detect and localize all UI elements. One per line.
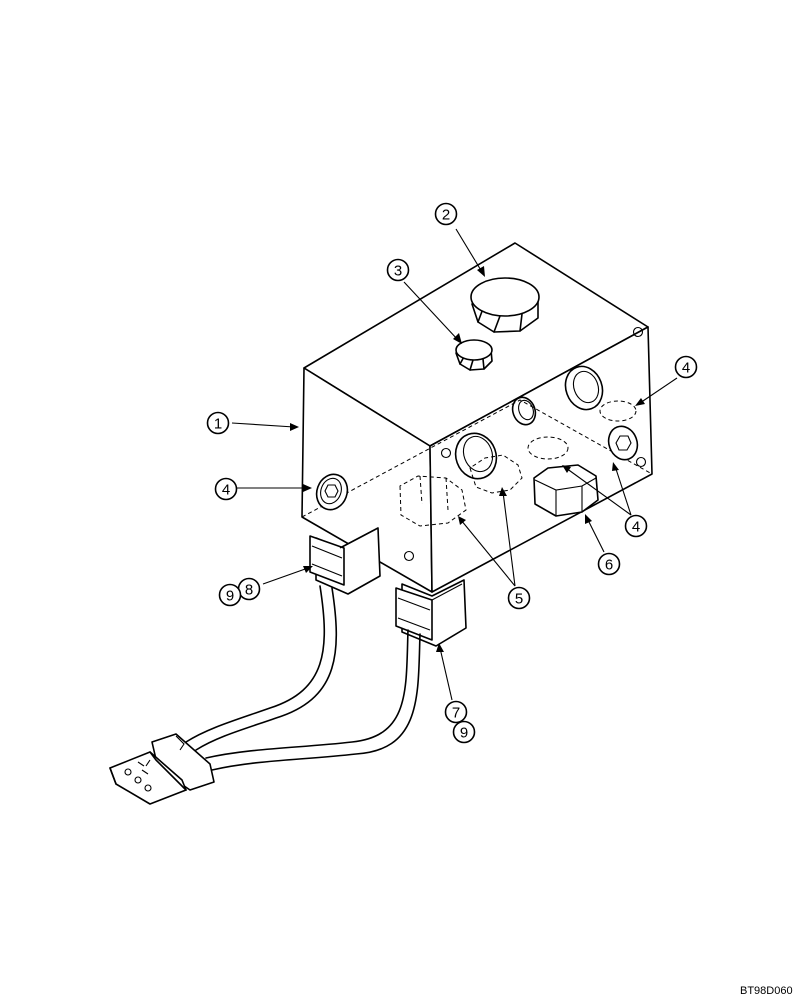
svg-text:4: 4 (632, 519, 640, 536)
callout-9-lower: 9 (452, 720, 476, 744)
callouts: 1 2 3 4 4 4 5 6 (206, 202, 698, 744)
svg-text:7: 7 (452, 705, 460, 722)
svg-text:4: 4 (682, 360, 690, 377)
callout-9-left: 9 (218, 583, 242, 607)
svg-text:8: 8 (245, 582, 253, 599)
svg-text:6: 6 (605, 557, 613, 574)
harness-connector (109, 733, 215, 805)
right-face-ports (399, 365, 639, 527)
callout-4-lower: 4 (624, 514, 648, 538)
callout-3: 3 (386, 258, 410, 282)
svg-text:9: 9 (460, 725, 468, 742)
small-hex-plug (455, 339, 493, 371)
leader-lines (231, 228, 678, 701)
callout-4-right: 4 (674, 355, 698, 379)
svg-text:9: 9 (226, 588, 234, 605)
drawing-reference-code: BT98D060 (740, 985, 793, 997)
callout-6: 6 (597, 552, 621, 576)
wire-harness (185, 585, 421, 771)
callout-5: 5 (507, 586, 531, 610)
svg-text:5: 5 (515, 591, 523, 608)
callout-7: 7 (444, 700, 468, 724)
svg-text:2: 2 (442, 207, 450, 224)
callout-4-left: 4 (214, 477, 238, 501)
svg-text:3: 3 (394, 263, 402, 280)
solenoid-connector-right (395, 579, 467, 647)
callout-8: 8 (237, 577, 261, 601)
svg-text:4: 4 (222, 482, 230, 499)
callout-1: 1 (206, 411, 230, 435)
callout-2: 2 (434, 202, 458, 226)
solenoid-connector-left (309, 527, 381, 595)
svg-text:1: 1 (214, 416, 222, 433)
front-hex-plug (533, 464, 599, 517)
left-hex-socket-plug (315, 473, 349, 511)
large-hex-plug (470, 277, 540, 333)
